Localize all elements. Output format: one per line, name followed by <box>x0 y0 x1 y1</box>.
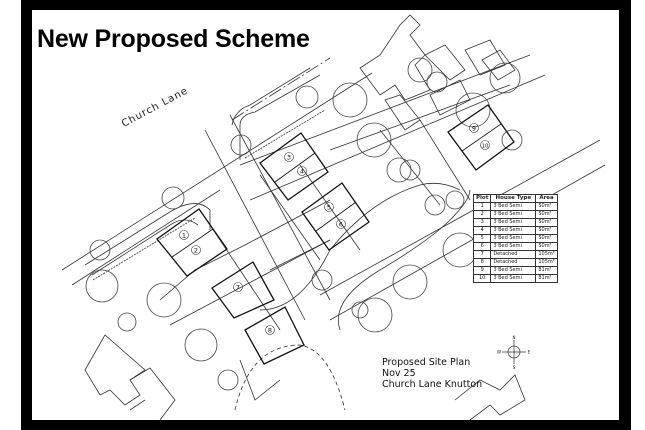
tree <box>399 159 421 181</box>
house-plots-5-6 <box>301 182 370 251</box>
church-lane-edge <box>61 72 373 271</box>
plot-label: 1 <box>182 232 186 240</box>
caption-location: Church Lane Knutton <box>382 379 483 390</box>
tree <box>230 134 252 156</box>
plot-label: 6 <box>339 221 343 229</box>
tree <box>89 239 111 261</box>
tree <box>161 186 185 210</box>
house-plots-9-10 <box>447 104 515 171</box>
tree <box>445 190 465 210</box>
plot-label: 9 <box>472 125 476 133</box>
site-plan-drawing: 1 2 3 4 5 6 7 8 9 10 N S E W <box>61 14 606 420</box>
caption-date: Nov 25 <box>382 368 416 379</box>
plot-label: 5 <box>327 204 331 212</box>
tree <box>501 129 523 151</box>
plot-label: 4 <box>300 168 304 176</box>
tree <box>386 157 412 183</box>
page-title: New Proposed Scheme <box>37 25 310 53</box>
plot-label: 2 <box>194 247 198 255</box>
tree <box>489 62 521 94</box>
tree <box>356 122 392 158</box>
svg-text:N: N <box>513 335 516 340</box>
north-arrow-icon <box>502 340 526 364</box>
tree <box>311 269 333 291</box>
tree <box>407 57 433 83</box>
tree <box>455 92 491 128</box>
tree <box>351 301 369 319</box>
plot-label: 10 <box>482 144 489 150</box>
tree <box>392 264 428 300</box>
tree <box>442 232 478 268</box>
house-plot-7 <box>211 261 275 319</box>
tree <box>424 194 446 216</box>
tree <box>117 312 137 332</box>
house-plots-3-4 <box>259 132 329 201</box>
plot-label: 3 <box>287 154 291 162</box>
tree <box>217 369 239 391</box>
tree <box>357 297 393 333</box>
drawing-frame: 1 2 3 4 5 6 7 8 9 10 N S E W <box>21 0 631 430</box>
church-lane-edge-inner <box>71 189 221 286</box>
table-header-row: Plot House Type Area <box>472 194 558 203</box>
plot-label: 8 <box>268 327 272 335</box>
tree <box>332 82 368 118</box>
plot-label: 7 <box>236 284 240 292</box>
header-area: Area <box>535 194 558 203</box>
drawing-sheet: 1 2 3 4 5 6 7 8 9 10 N S E W <box>32 10 619 420</box>
tree <box>295 85 319 109</box>
house-plots-1-2 <box>156 208 228 277</box>
caption-title: Proposed Site Plan <box>382 357 471 368</box>
header-plot: Plot <box>472 194 492 203</box>
svg-text:E: E <box>528 350 531 355</box>
tree <box>85 269 119 303</box>
svg-text:W: W <box>497 350 501 355</box>
tree <box>146 282 182 318</box>
svg-text:S: S <box>513 365 516 370</box>
tree <box>184 328 218 362</box>
header-house-type: House Type <box>490 194 537 203</box>
tree <box>426 71 448 93</box>
house-plot-8 <box>244 306 305 365</box>
drawing-caption: Proposed Site Plan Nov 25 Church Lane Kn… <box>382 357 482 390</box>
